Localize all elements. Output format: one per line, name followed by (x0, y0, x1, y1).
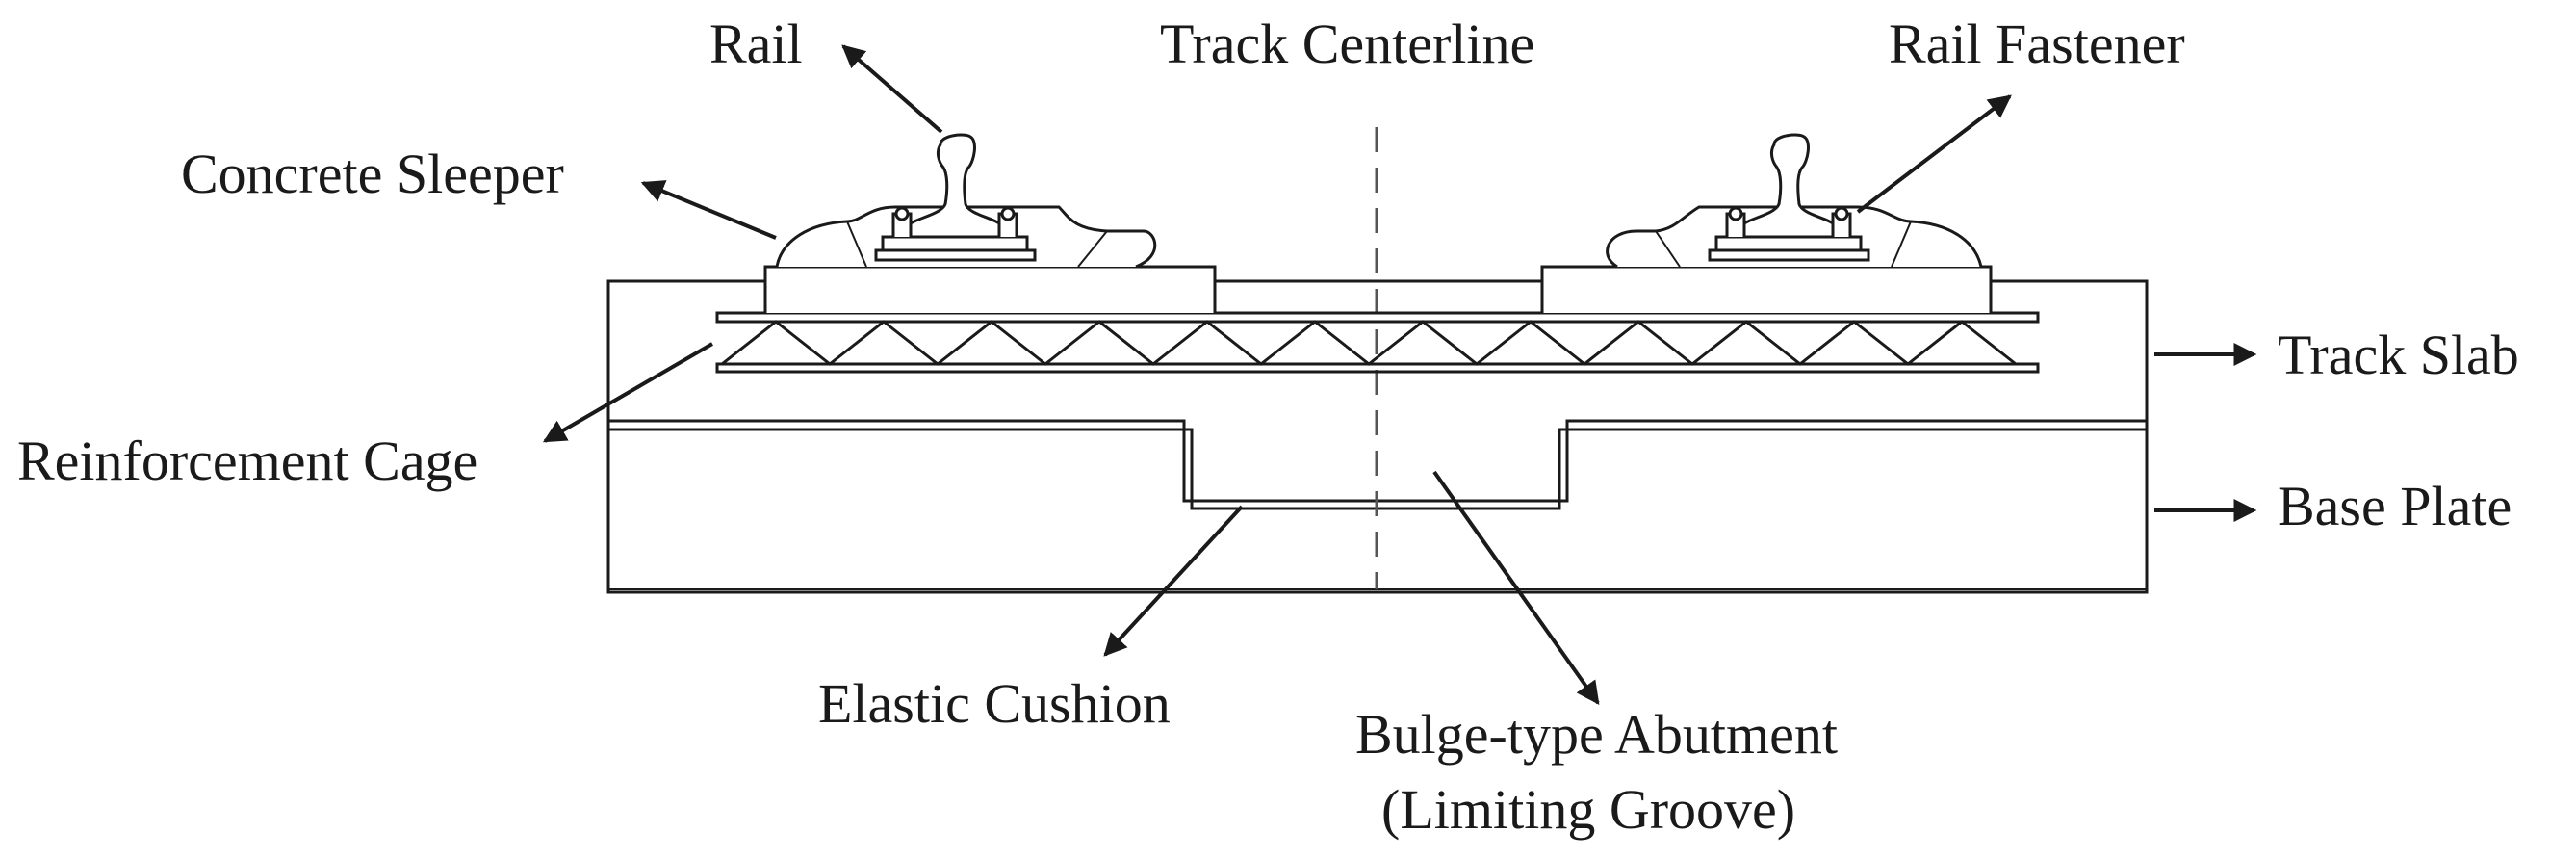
concrete-sleeper-right (1540, 205, 1993, 313)
arrow-rail (841, 44, 943, 134)
rail-right (1742, 133, 1835, 239)
arrow-bulge-abutment (1432, 470, 1600, 705)
rail-left (909, 133, 1001, 239)
label-track-centerline: Track Centerline (1160, 13, 1534, 75)
label-rail-fastener: Rail Fastener (1889, 13, 2185, 75)
rail-fastener-left (874, 206, 1037, 262)
label-concrete-sleeper: Concrete Sleeper (181, 143, 564, 205)
arrow-concrete-sleeper (640, 180, 777, 240)
rail-fastener-right (1708, 206, 1870, 262)
label-bulge-abutment: Bulge-type Abutment (1355, 703, 1838, 766)
arrow-rail-fastener (1856, 94, 2012, 214)
reinforcement-cage (715, 311, 2040, 374)
leader-arrows (542, 44, 2257, 705)
concrete-sleeper-left (763, 205, 1217, 313)
label-track-slab: Track Slab (2278, 324, 2519, 386)
arrow-reinforcement-cage (542, 342, 714, 443)
label-limiting-groove: (Limiting Groove) (1381, 778, 1795, 841)
label-elastic-cushion: Elastic Cushion (818, 672, 1171, 735)
label-base-plate: Base Plate (2278, 475, 2512, 537)
label-reinforcement-cage: Reinforcement Cage (17, 430, 477, 492)
label-rail: Rail (709, 13, 803, 75)
arrow-elastic-cushion (1103, 505, 1244, 657)
